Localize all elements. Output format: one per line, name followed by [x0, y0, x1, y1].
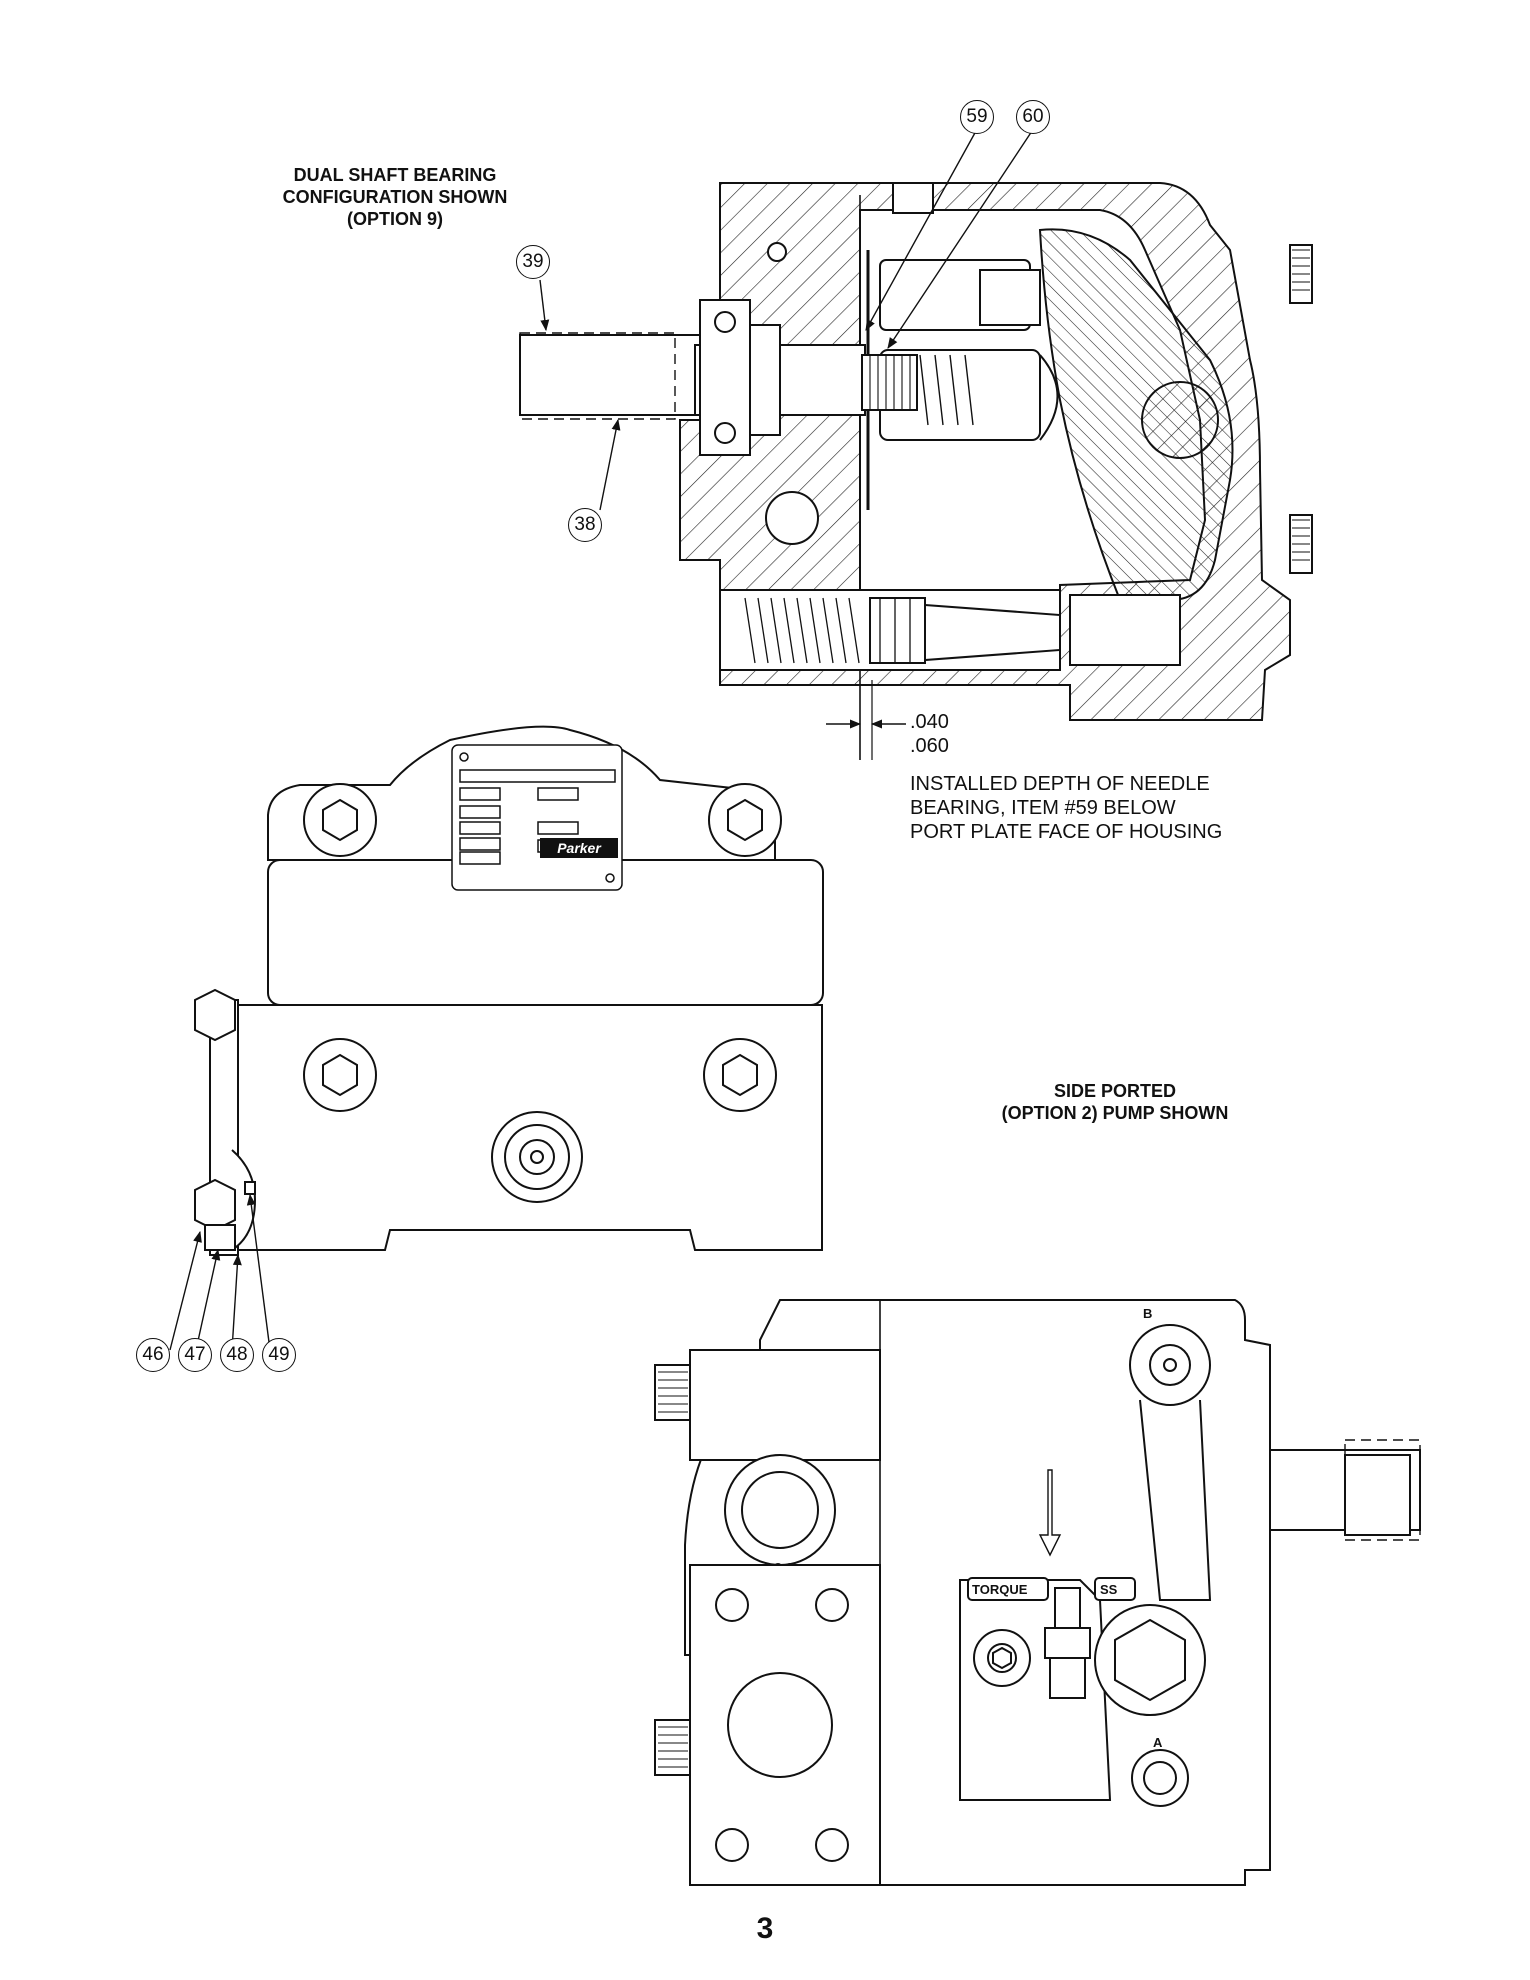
dual-shaft-caption-line3: (OPTION 9) [346, 209, 443, 229]
side-ported-caption-line1: SIDE PORTED [1053, 1081, 1177, 1101]
callout-38: 38 [568, 508, 602, 542]
port-label-a: A [1153, 1735, 1163, 1750]
side-ported-caption: SIDE PORTED (OPTION 2) PUMP SHOWN [925, 1080, 1305, 1124]
hex-bolt-icon [303, 1038, 377, 1112]
side-ported-view [169, 725, 824, 1351]
parker-logo: Parker [540, 838, 618, 858]
side-ported-caption-line2: (OPTION 2) PUMP SHOWN [1001, 1103, 1229, 1123]
installed-depth-note-line1: INSTALLED DEPTH OF NEEDLE [910, 773, 1210, 795]
callout-49: 49 [262, 1338, 296, 1372]
dual-shaft-caption-line1: DUAL SHAFT BEARING [293, 165, 497, 185]
callout-39: 39 [516, 245, 550, 279]
hex-bolt-icon [708, 783, 782, 857]
front-pump-view [654, 1299, 1421, 1886]
dimension-min: .040 [910, 711, 949, 733]
nameplate [451, 744, 623, 891]
dimension-max: .060 [910, 735, 949, 757]
callout-47: 47 [178, 1338, 212, 1372]
hex-bolt-icon [303, 783, 377, 857]
page-number: 3 [756, 1912, 774, 1945]
cross-section-view [519, 130, 1313, 760]
installed-depth-note: INSTALLED DEPTH OF NEEDLE BEARING, ITEM … [910, 772, 1310, 844]
pressure-label: SS [1100, 1582, 1118, 1597]
dual-shaft-caption-line2: CONFIGURATION SHOWN [282, 187, 508, 207]
callout-48: 48 [220, 1338, 254, 1372]
callout-60: 60 [1016, 100, 1050, 134]
installed-depth-note-line3: PORT PLATE FACE OF HOUSING [910, 821, 1223, 843]
dual-shaft-caption: DUAL SHAFT BEARING CONFIGURATION SHOWN (… [235, 164, 555, 230]
port-label-b: B [1143, 1306, 1153, 1321]
callout-46: 46 [136, 1338, 170, 1372]
installed-depth-note-line2: BEARING, ITEM #59 BELOW [910, 797, 1176, 819]
hex-bolt-icon [703, 1038, 777, 1112]
torque-label: TORQUE [972, 1582, 1028, 1597]
callout-59: 59 [960, 100, 994, 134]
